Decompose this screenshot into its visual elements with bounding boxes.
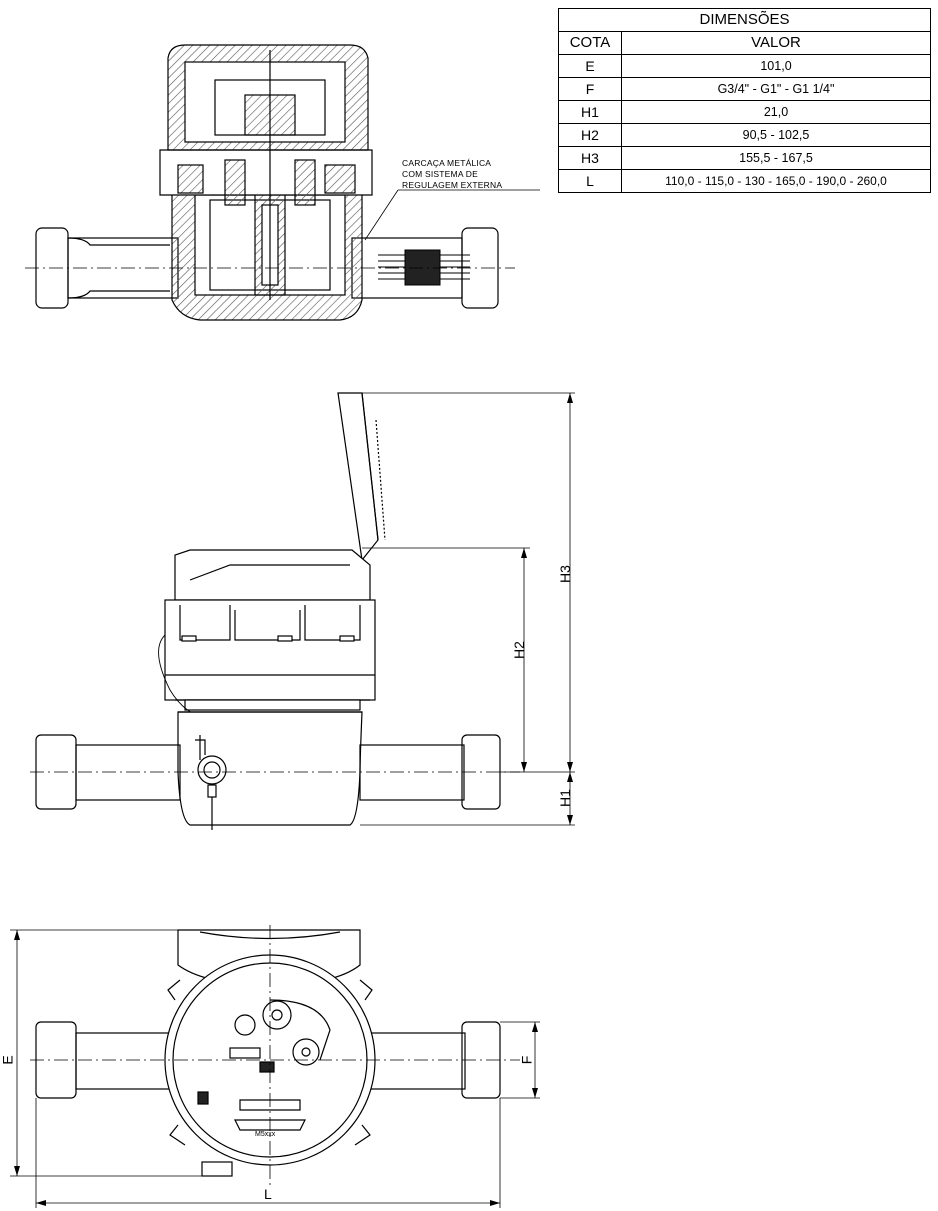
row-cota: H1	[558, 100, 622, 124]
top-view	[10, 925, 540, 1208]
section-view	[25, 44, 540, 321]
table-title-row: DIMENSÕES	[558, 8, 931, 32]
dim-label-h1: H1	[556, 789, 573, 807]
table-row: H2 90,5 - 102,5	[558, 123, 931, 147]
dim-label-f: F	[518, 1055, 535, 1065]
table-header-row: COTA VALOR	[558, 31, 931, 55]
note-line: CARCAÇA METÁLICA	[402, 158, 492, 168]
dim-label-h3: H3	[556, 565, 573, 583]
row-valor: 110,0 - 115,0 - 130 - 165,0 - 190,0 - 26…	[621, 169, 931, 193]
table-row: L 110,0 - 115,0 - 130 - 165,0 - 190,0 - …	[558, 169, 931, 193]
note-line: COM SISTEMA DE	[402, 169, 479, 179]
row-valor: 101,0	[621, 54, 931, 78]
table-row: E 101,0	[558, 54, 931, 78]
row-valor: 155,5 - 167,5	[621, 146, 931, 170]
table-title: DIMENSÕES	[558, 8, 931, 32]
table-row: H3 155,5 - 167,5	[558, 146, 931, 170]
table-row: H1 21,0	[558, 100, 931, 124]
row-cota: L	[558, 169, 622, 193]
housing-note: CARCAÇA METÁLICA COM SISTEMA DE REGULAGE…	[402, 158, 502, 191]
row-valor: 90,5 - 102,5	[621, 123, 931, 147]
dial-label: M5xxx	[255, 1131, 276, 1138]
side-view	[30, 392, 575, 830]
header-valor: VALOR	[621, 31, 931, 55]
row-valor: G3/4" - G1" - G1 1/4"	[621, 77, 931, 101]
dim-label-h2: H2	[510, 641, 527, 659]
row-cota: H2	[558, 123, 622, 147]
row-cota: F	[558, 77, 622, 101]
top-left-pipe	[75, 1032, 177, 1090]
table-row: F G3/4" - G1" - G1 1/4"	[558, 77, 931, 101]
row-cota: H3	[558, 146, 622, 170]
note-line: REGULAGEM EXTERNA	[402, 180, 503, 190]
side-right-pipe	[359, 744, 465, 801]
header-cota: COTA	[558, 31, 622, 55]
dimensions-table: DIMENSÕES COTA VALOR E 101,0 F G3/4" - G…	[558, 8, 931, 193]
dim-label-e: E	[0, 1055, 16, 1065]
row-cota: E	[558, 54, 622, 78]
side-left-pipe	[75, 744, 181, 801]
dim-label-l: L	[264, 1186, 272, 1202]
row-valor: 21,0	[621, 100, 931, 124]
top-right-pipe	[364, 1032, 466, 1090]
